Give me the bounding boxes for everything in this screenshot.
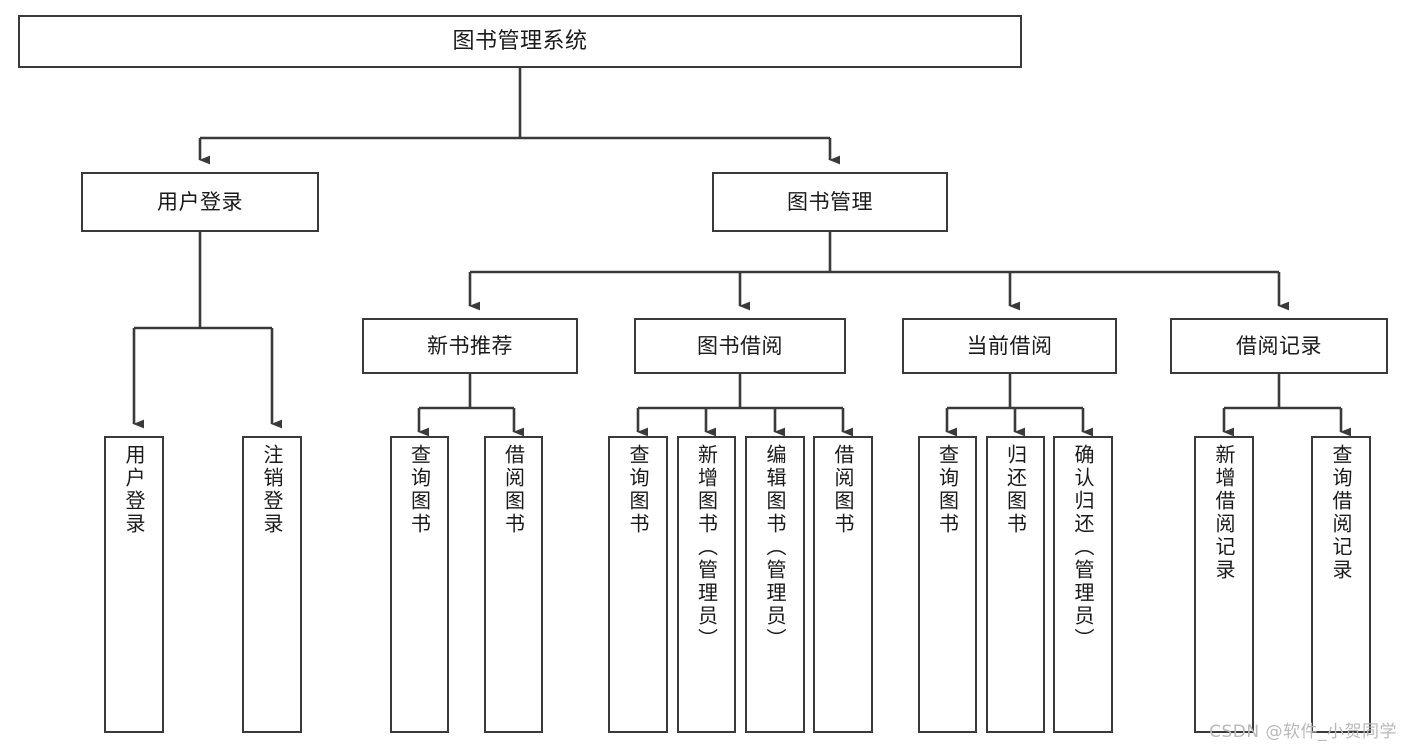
leaf-book-borrow-query[interactable]: 查询图书 [608, 436, 668, 733]
node-label: 归还图书 [1003, 444, 1028, 536]
leaf-borrow-record-query[interactable]: 查询借阅记录 [1311, 436, 1371, 733]
leaf-current-borrow-return[interactable]: 归还图书 [986, 436, 1045, 733]
node-label: 新增借阅记录 [1212, 444, 1236, 582]
node-label: 确认归还（管理员） [1071, 444, 1095, 651]
node-label: 用户登录 [122, 444, 146, 536]
node-book-borrow[interactable]: 图书借阅 [634, 318, 846, 374]
node-label: 新书推荐 [427, 333, 513, 358]
leaf-borrow-record-add[interactable]: 新增借阅记录 [1194, 436, 1254, 733]
node-label: 图书管理 [787, 189, 873, 214]
node-label: 新增图书（管理员） [694, 444, 719, 651]
node-current-borrow[interactable]: 当前借阅 [902, 318, 1117, 374]
leaf-book-borrow-edit[interactable]: 编辑图书（管理员） [745, 436, 805, 733]
node-label: 编辑图书（管理员） [763, 444, 787, 651]
node-label: 借阅图书 [501, 444, 526, 536]
node-label: 借阅图书 [831, 444, 855, 536]
node-root-system[interactable]: 图书管理系统 [18, 15, 1022, 68]
node-label: 当前借阅 [966, 333, 1053, 358]
leaf-book-borrow-add[interactable]: 新增图书（管理员） [677, 436, 736, 733]
node-book-management[interactable]: 图书管理 [712, 172, 948, 232]
node-borrow-record[interactable]: 借阅记录 [1170, 318, 1388, 374]
node-label: 用户登录 [157, 189, 243, 214]
leaf-current-borrow-confirm-return[interactable]: 确认归还（管理员） [1053, 436, 1113, 733]
node-label: 借阅记录 [1236, 333, 1322, 358]
node-label: 查询图书 [935, 444, 960, 536]
leaf-current-borrow-query[interactable]: 查询图书 [918, 436, 977, 733]
node-label: 查询图书 [626, 444, 650, 536]
leaf-book-borrow-borrow[interactable]: 借阅图书 [813, 436, 873, 733]
leaf-user-login-signout[interactable]: 注销登录 [242, 436, 302, 733]
node-label: 查询借阅记录 [1329, 444, 1353, 582]
node-label: 注销登录 [260, 444, 284, 536]
watermark: CSDN @软件_小贺同学 [1209, 722, 1397, 742]
node-new-book-recommend[interactable]: 新书推荐 [362, 318, 578, 374]
node-label: 查询图书 [407, 444, 432, 536]
leaf-new-book-borrow[interactable]: 借阅图书 [484, 436, 543, 733]
node-label: 图书借阅 [697, 333, 783, 358]
leaf-user-login-signin[interactable]: 用户登录 [104, 436, 164, 733]
node-user-login[interactable]: 用户登录 [81, 172, 319, 232]
leaf-new-book-query[interactable]: 查询图书 [390, 436, 449, 733]
node-label: 图书管理系统 [452, 28, 588, 54]
